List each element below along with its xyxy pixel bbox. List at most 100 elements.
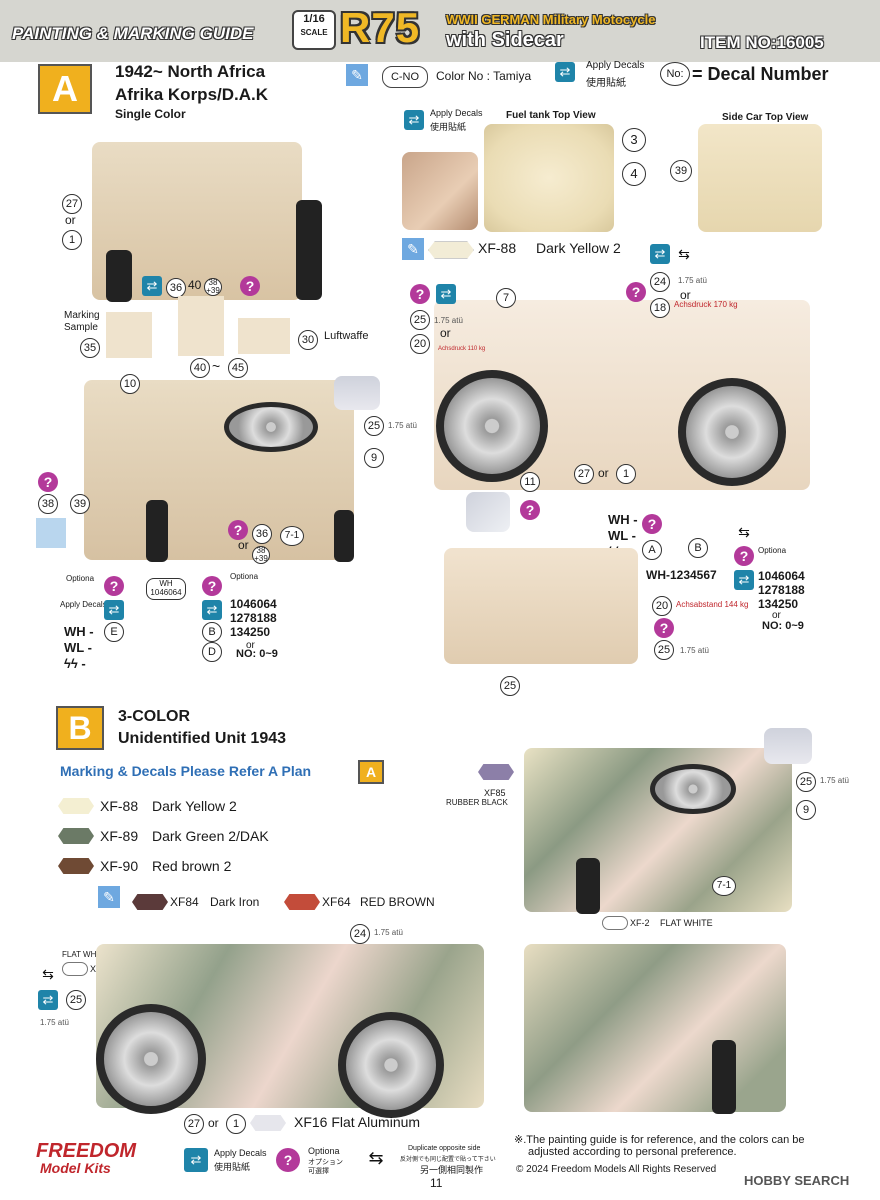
decal-callout: 27 [574, 464, 594, 484]
fender-detail-image [402, 152, 478, 230]
optional-icon: ? [654, 618, 674, 638]
optional-label: Optiona [308, 1146, 340, 1156]
paint-code: XF64 [322, 895, 351, 909]
decal-callout: 25 [500, 676, 520, 696]
or-label: or [208, 1116, 219, 1130]
decal-callout: 1 [226, 1114, 246, 1134]
decal-callout-39: +39 [206, 286, 220, 295]
plan-b-refer-note: Marking & Decals Please Refer A Plan [60, 763, 312, 779]
or-label: or [598, 466, 609, 480]
duplicate-icon: ⇆ [738, 524, 750, 540]
paint-code: XF85 [484, 788, 506, 798]
plate-prefix-ss: ϟϟ - [64, 656, 86, 671]
decal-callout: 3 [622, 128, 646, 152]
optional-icon: ? [626, 282, 646, 302]
optional-icon: ? [410, 284, 430, 304]
decal-callout-38: 38 [256, 546, 266, 555]
front-wheel-illustration [106, 250, 132, 302]
decal-callout: 39 [670, 160, 692, 182]
optional-icon: ? [104, 576, 124, 596]
apply-decals-icon: ⇄ [650, 244, 670, 264]
luftwaffe-label: Luftwaffe [324, 330, 369, 342]
plan-b-title-2: Unidentified Unit 1943 [118, 730, 287, 747]
palm-emblem-decal [36, 518, 66, 548]
duplicate-label-jp-2: 另一側相同製作 [420, 1165, 484, 1175]
optional-icon: ? [240, 276, 260, 296]
disclaimer-line-2: adjusted according to personal preferenc… [528, 1146, 737, 1158]
paint-name: XF16 Flat Aluminum [294, 1114, 421, 1130]
pressure-label: 1.75 atü [680, 646, 709, 655]
scale-label: SCALE [300, 28, 328, 37]
marking-sample-label-1: Marking [64, 310, 100, 321]
disclaimer-line-1: ※.The painting guide is for reference, a… [514, 1134, 805, 1146]
scale-value: 1/16 [303, 13, 325, 25]
paint-name: Dark Iron [210, 895, 260, 909]
side-car-top-image [698, 124, 822, 232]
front-wheel-illustration [436, 370, 548, 482]
model-subtitle-2: with Sidecar [446, 29, 564, 51]
item-number: ITEM NO:16005 [700, 33, 824, 52]
plate-text-wh: WH [159, 579, 173, 588]
decal-callout: D [202, 642, 222, 662]
rear-wheel-illustration [576, 858, 600, 914]
brand-logo-subtitle: Model Kits [40, 1160, 111, 1176]
side-car-inset-label: Side Car Top View [722, 112, 809, 123]
optional-icon: ? [38, 472, 58, 492]
decal-callout: 38 [38, 494, 58, 514]
optional-icon: ? [734, 546, 754, 566]
decal-callout: 36 [166, 278, 186, 298]
paint-icon: ✎ [346, 64, 368, 86]
color-swatch-xf90 [58, 858, 94, 874]
marking-sample-label-2: Sample [64, 322, 98, 333]
or-label: 40 [188, 278, 202, 292]
paint-code: XF-88 [478, 240, 517, 256]
apply-decals-icon: ⇄ [734, 570, 754, 590]
optional-label: Optiona [758, 546, 787, 555]
inset-apply-decals-label-jp: 使用貼紙 [430, 122, 467, 132]
decal-callout: 24 [350, 924, 370, 944]
duplicate-icon: ⇆ [368, 1148, 384, 1168]
color-swatch-xf84 [132, 894, 168, 910]
apply-decals-icon: ⇄ [104, 600, 124, 620]
axle-load-label: Achsdruck 170 kg [674, 300, 738, 309]
fuel-tank-top-image [484, 124, 614, 232]
paint-name: FLAT WHITE [62, 950, 109, 959]
apply-decals-icon: ⇄ [202, 600, 222, 620]
decal-callout: 20 [652, 596, 672, 616]
decal-callout-38-39: 38 +39 [204, 278, 222, 296]
camo-rear-view-illustration [524, 748, 792, 912]
optional-icon: ? [228, 520, 248, 540]
axle-load-label: Achsdruck 110 kg [438, 346, 486, 352]
decal-callout: 7-1 [712, 876, 736, 896]
plate-prefix-wl: WL - [608, 528, 636, 543]
luftwaffe-eagle-marking [238, 318, 290, 354]
decal-callout: 39 [70, 494, 90, 514]
decal-callout: 45 [228, 358, 248, 378]
decal-callout: 10 [120, 374, 140, 394]
color-swatch-xf64 [284, 894, 320, 910]
rear-wheel-illustration [338, 1012, 444, 1118]
decal-callout: 20 [410, 334, 430, 354]
paint-code: XF-2 [630, 918, 650, 928]
inset-apply-decals-label: Apply Decals [430, 108, 483, 118]
apply-decals-icon: ⇄ [555, 62, 575, 82]
decal-callout-38-39: 38 +39 [252, 546, 270, 564]
spare-wheel-illustration [224, 402, 318, 452]
plate-number-1: 1046064 [230, 597, 277, 611]
or-label: or [65, 213, 76, 227]
decal-callout: 4 [622, 162, 646, 186]
decal-number-icon: No: [660, 62, 690, 86]
color-swatch-xf2 [62, 962, 88, 976]
decal-callout: 9 [364, 448, 384, 468]
rear-wheel-illustration [146, 500, 168, 562]
optional-label-jp-2: 可選擇 [308, 1168, 329, 1175]
apply-decals-label: Apply Decals [586, 60, 645, 71]
decal-callout: 25 [66, 990, 86, 1010]
paint-code: XF-89 [100, 828, 139, 844]
license-plate-sample: WH-1234567 [646, 568, 717, 582]
paint-code: XF-88 [100, 798, 139, 814]
duplicate-icon: ⇆ [42, 966, 54, 982]
decal-callout: 25 [410, 310, 430, 330]
license-plate-sample: WH 1046064 [146, 578, 186, 600]
color-code-icon: C-NO [382, 66, 428, 88]
